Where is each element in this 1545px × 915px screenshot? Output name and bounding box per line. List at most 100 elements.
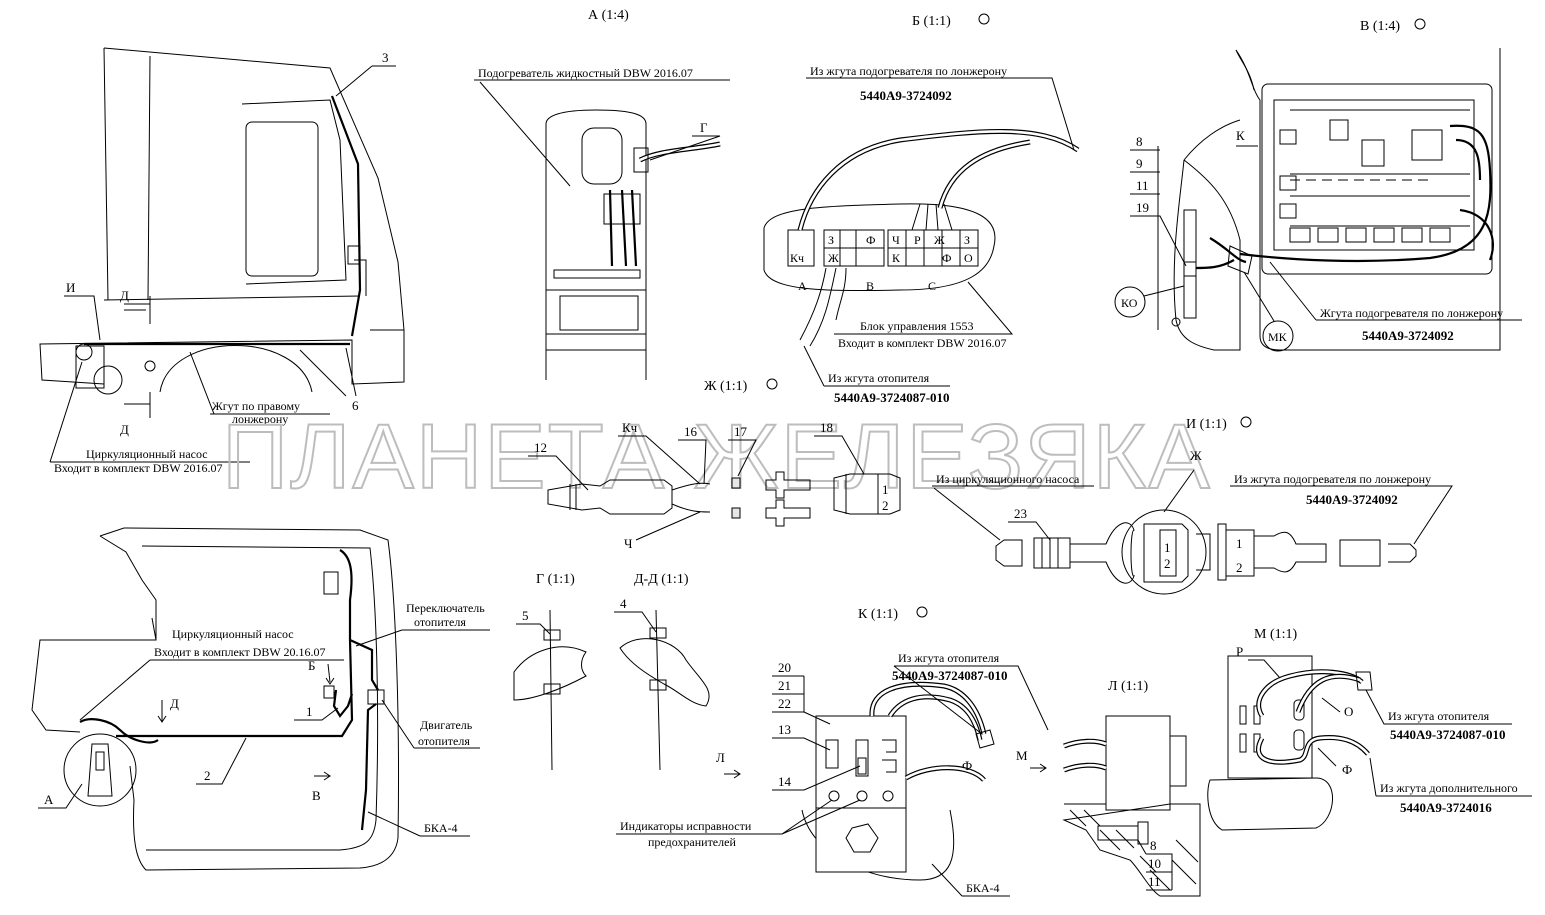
control-unit-label: Блок управления 1553 [860, 319, 973, 333]
letter-mk: МК [1268, 330, 1288, 344]
letter-d-bottom: Д [120, 422, 129, 437]
num-2-i: 2 [1164, 556, 1171, 571]
view-title-v: В (1:4) [1360, 19, 1400, 34]
part-5440a9-3724092-i: 5440А9-3724092 [1306, 492, 1398, 507]
num-11-l: 11 [1148, 874, 1161, 889]
num-11-v: 11 [1136, 178, 1149, 193]
control-unit-kit-label: Входит в комплект DBW 2016.07 [838, 336, 1007, 350]
section-dd [619, 609, 710, 771]
heater-liquid-label: Подогреватель жидкостный DBW 2016.07 [478, 66, 693, 80]
view-b-control-unit [763, 129, 1080, 347]
letter-d-top: Д [120, 288, 129, 303]
letter-zh-i: Ж [1190, 448, 1202, 463]
letter-i-cab: И [66, 280, 75, 295]
view-l-switch [1062, 715, 1201, 897]
engine-label-2: отопителя [418, 734, 470, 748]
letter-f-m: Ф [1342, 762, 1352, 777]
ko-marker [1114, 286, 1146, 318]
num-22: 22 [778, 696, 791, 711]
num-18: 18 [820, 420, 833, 435]
from-extra-harness-m: Из жгута дополнительного [1380, 781, 1518, 795]
watermark: ПЛАНЕТА ЖЕЛЕЗЯКА [222, 406, 1212, 508]
num-8-v: 8 [1136, 134, 1143, 149]
num-9-v: 9 [1136, 156, 1143, 171]
letter-v-front: В [312, 788, 321, 803]
part-5440a9-3724092-v: 5440А9-3724092 [1362, 328, 1454, 343]
part-5440a9-3724087-010-k: 5440А9-3724087-010 [892, 668, 1008, 683]
view-a-heater [545, 109, 721, 380]
letter-ch-zh: Ч [624, 536, 633, 551]
view-mark-b [978, 13, 990, 25]
harness-right-spar-line2: лонжерону [232, 412, 288, 426]
num-1-i2: 1 [1236, 536, 1243, 551]
harness-heater-spar-v: Жгута подогревателя по лонжерону [1320, 306, 1503, 320]
from-circ-pump-label: Из циркуляционного насоса [936, 472, 1080, 486]
num-10-l: 10 [1148, 856, 1161, 871]
from-heater-harness-b: Из жгута отопителя [828, 371, 930, 385]
from-heater-harness-k: Из жгута отопителя [898, 651, 1000, 665]
letter-l-k: Л [716, 750, 725, 765]
letter-d-front: Д [170, 696, 179, 711]
view-title-i: И (1:1) [1186, 417, 1227, 432]
contact-o-b: О [964, 251, 973, 265]
cab-side-view [39, 47, 405, 418]
contact-r-b: Р [914, 233, 921, 247]
block-c-label: С [928, 279, 936, 293]
view-m-motor-connector [1207, 655, 1373, 831]
num-20: 20 [778, 660, 791, 675]
bka4-label-front: БКА-4 [424, 821, 458, 835]
included-dbw-label: Входит в комплект DBW 2016.07 [54, 461, 223, 475]
harness-right-spar-line1: Жгут по правому [212, 399, 300, 413]
fuse-indicators-line2: предохранителей [648, 835, 736, 849]
letter-a-front: А [44, 792, 54, 807]
letter-k-v: К [1236, 128, 1245, 143]
contact-f-b: Ф [866, 233, 875, 247]
num-2-front: 2 [204, 768, 211, 783]
letter-kch-zh: Кч [622, 420, 638, 435]
num-1-zh: 1 [882, 482, 889, 497]
section-g [513, 609, 587, 771]
block-a-label: А [798, 279, 807, 293]
from-heater-harness-spar: Из жгута подогревателя по лонжерону [810, 64, 1007, 78]
engine-label-1: Двигатель [420, 718, 473, 732]
block-v-label: В [866, 279, 874, 293]
view-i-pump-connector [995, 509, 1417, 595]
part-5440a9-3724087-010-b: 5440А9-3724087-010 [834, 390, 950, 405]
circ-pump-front-label: Циркуляционный насос [172, 627, 294, 641]
contact-zh2-b: Ж [934, 233, 945, 247]
label-3: 3 [382, 50, 389, 65]
num-2-zh: 2 [882, 498, 889, 513]
num-23: 23 [1014, 506, 1027, 521]
bka4-label-k: БКА-4 [966, 881, 1000, 895]
num-16: 16 [684, 424, 698, 439]
contact-k-b: К [892, 251, 901, 265]
cab-front-view [31, 527, 400, 871]
part-5440a9-3724092-b: 5440А9-3724092 [860, 88, 952, 103]
switch-label-2: отопителя [414, 615, 466, 629]
letter-b-front: Б [308, 658, 315, 673]
num-4: 4 [620, 596, 627, 611]
mk-marker [1262, 320, 1294, 352]
view-mark-i [1240, 416, 1252, 428]
num-8-l: 8 [1150, 838, 1157, 853]
from-heater-harness-m: Из жгута отопителя [1388, 709, 1490, 723]
view-title-zh: Ж (1:1) [704, 379, 748, 394]
letter-r-m: Р [1236, 644, 1243, 659]
view-k-fuse-block [801, 681, 995, 881]
num-12: 12 [534, 440, 547, 455]
contact-ch-b: Ч [892, 233, 900, 247]
view-title-m: М (1:1) [1254, 627, 1298, 642]
num-13: 13 [778, 722, 791, 737]
num-2-i2: 2 [1236, 560, 1243, 575]
circ-pump-label: Циркуляционный насос [86, 447, 208, 461]
view-title-dd: Д-Д (1:1) [634, 572, 689, 587]
num-1-front: 1 [306, 704, 313, 719]
num-1-i: 1 [1164, 540, 1171, 555]
contact-z-b: З [828, 233, 834, 247]
view-mark-v [1414, 18, 1426, 30]
view-v-relay-board [1171, 48, 1501, 351]
view-title-a: А (1:4) [588, 8, 629, 23]
letter-f-k: Ф [962, 758, 972, 773]
letter-g: Г [700, 120, 708, 135]
